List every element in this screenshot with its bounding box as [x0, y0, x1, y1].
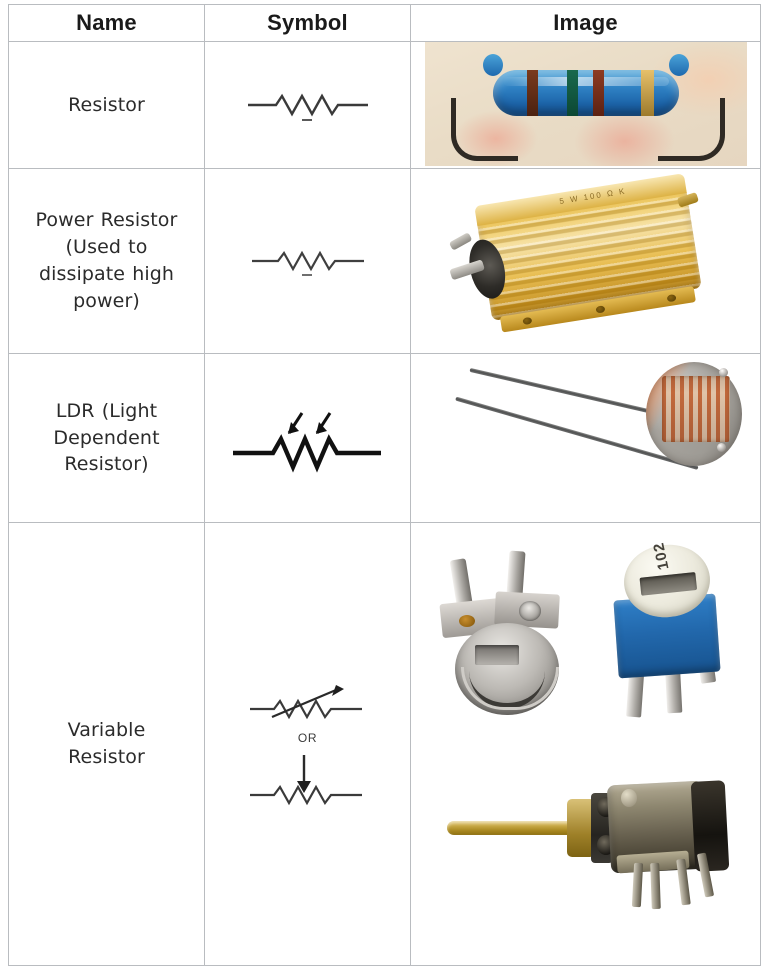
ldr-rivet [719, 368, 728, 377]
cell-symbol-resistor [204, 41, 411, 169]
table-row: Variable Resistor OR [8, 522, 761, 966]
power-resistor-terminal [448, 232, 473, 251]
potentiometer-shaft [447, 821, 581, 835]
metal-preset-trimmer-photo [433, 549, 583, 725]
potentiometer-back-cap [690, 780, 730, 872]
resistor-photo-scene [425, 42, 747, 166]
cell-image-resistor [410, 41, 761, 169]
column-header-image: Image [410, 4, 761, 42]
variable-resistor-arrow-icon [249, 685, 362, 720]
table-body: Resistor [8, 41, 761, 966]
cell-name-power-resistor: Power Resistor (Used to dissipate high p… [8, 168, 205, 354]
resistor-lead-right [658, 98, 725, 161]
rotary-potentiometer-photo [411, 735, 760, 931]
column-header-name-label: Name [76, 10, 137, 35]
component-name-line: Power Resistor [35, 209, 178, 232]
light-arrow-2 [315, 412, 331, 434]
component-name-line: Resistor [68, 746, 145, 768]
ldr-symbol [205, 401, 410, 475]
resistor-body [493, 70, 679, 116]
resistor-zigzag-icon [251, 250, 364, 276]
ldr-photo-scene [411, 354, 760, 522]
resistor-end-left [483, 54, 503, 76]
resistor-band-1 [527, 70, 538, 116]
component-name-line: (Used to [65, 236, 148, 259]
potentiometer-pin [650, 862, 661, 910]
light-arrow-1 [287, 412, 303, 434]
component-name-label: LDR (Light Dependent Resistor) [9, 398, 204, 479]
symbol-alternative-label: OR [297, 731, 318, 745]
potentiometer-bushing [567, 799, 595, 857]
component-name-line: LDR (Light [55, 399, 158, 422]
resistor-photo [411, 42, 760, 168]
ldr-body [646, 362, 742, 466]
power-resistor-body: 5 W 100 Ω K [448, 173, 702, 333]
power-resistor-symbol [205, 239, 410, 283]
component-name-line: Variable [67, 719, 146, 742]
resistor-lead-left [451, 98, 518, 161]
variable-resistor-symbols: OR [205, 677, 410, 811]
trimmer-value-marking: 102 [650, 540, 673, 572]
table-header: Name Symbol Image [8, 4, 761, 42]
component-name-line: Resistor) [64, 453, 149, 476]
cell-image-variable-resistor: 102 [410, 522, 761, 966]
potentiometer-scene [411, 735, 760, 931]
column-header-symbol: Symbol [204, 4, 411, 42]
table-row: Power Resistor (Used to dissipate high p… [8, 168, 761, 354]
component-name-line: dissipate high [38, 263, 175, 285]
component-name-label: Resistor [68, 93, 145, 116]
ldr-icon [232, 412, 381, 473]
resistor-tolerance-band [641, 70, 654, 116]
resistor-types-table-page: Name Symbol Image Resistor [0, 4, 768, 973]
ldr-rivet [717, 443, 726, 452]
ldr-sensing-element [662, 376, 730, 442]
preset-adjust-ring [519, 601, 541, 621]
resistor-zigzag-icon [247, 93, 368, 121]
component-name-label: Variable Resistor [9, 717, 204, 771]
trimmer-photo-group: 102 [411, 535, 760, 731]
resistor-symbol [205, 81, 410, 129]
component-name-line: Dependent [53, 426, 160, 449]
table-row: Resistor [8, 41, 761, 169]
component-name-label: Power Resistor (Used to dissipate high p… [9, 207, 204, 315]
cell-symbol-ldr [204, 353, 411, 523]
component-name-line: power) [73, 289, 140, 312]
blue-trimmer-potentiometer-photo: 102 [602, 540, 734, 727]
cell-symbol-variable-resistor: OR [204, 522, 411, 966]
cell-symbol-power-resistor [204, 168, 411, 354]
power-resistor-photo-scene: 5 W 100 Ω K [411, 169, 760, 353]
column-header-name: Name [8, 4, 205, 42]
column-header-symbol-label: Symbol [267, 10, 348, 35]
ldr-photo [411, 354, 760, 522]
potentiometer-pin [631, 862, 644, 908]
header-row: Name Symbol Image [8, 4, 761, 42]
power-resistor-photo: 5 W 100 Ω K [411, 169, 760, 353]
variable-resistor-photos: 102 [411, 523, 760, 965]
column-header-image-label: Image [553, 10, 618, 35]
cell-image-power-resistor: 5 W 100 Ω K [410, 168, 761, 354]
power-resistor-terminal [676, 192, 699, 208]
cell-name-variable-resistor: Variable Resistor [8, 522, 205, 966]
components-table: Name Symbol Image Resistor [8, 4, 761, 966]
variable-resistor-vertical-arrow-icon [249, 755, 362, 806]
potentiometer-tab [621, 789, 637, 807]
cell-image-ldr [410, 353, 761, 523]
resistor-band-3 [593, 70, 604, 116]
resistor-end-right [669, 54, 689, 76]
cell-name-ldr: LDR (Light Dependent Resistor) [8, 353, 205, 523]
trimmer-adjust-slot [639, 572, 698, 596]
table-row: LDR (Light Dependent Resistor) [8, 353, 761, 523]
preset-adjust-slot [475, 645, 519, 665]
resistor-band-2 [567, 70, 578, 116]
cell-name-resistor: Resistor [8, 41, 205, 169]
preset-contact-dot [459, 615, 475, 627]
